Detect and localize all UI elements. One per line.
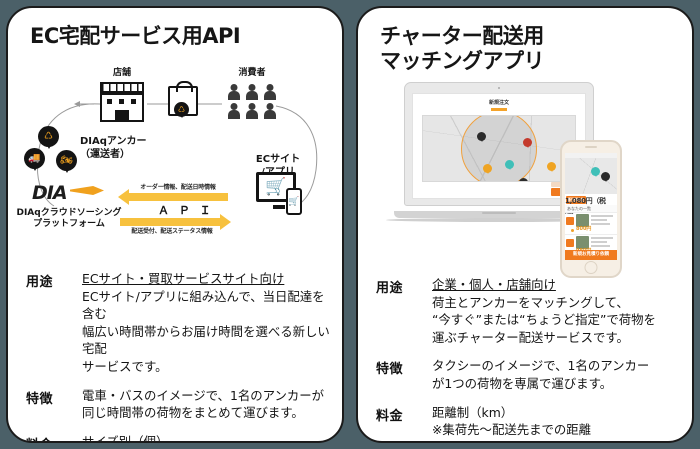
title-underline [491, 108, 507, 111]
store-icon [100, 82, 144, 122]
webcam-icon [498, 87, 500, 89]
spec-text-feature-right: タクシーのイメージで、1名のアンカー が1つの荷物を専属で運びます。 [432, 358, 650, 392]
laptop-screen-title: 新規注文 [488, 100, 509, 106]
select-checkbox[interactable] [566, 217, 574, 225]
spec-label-price-left: 料金 [26, 433, 82, 441]
panel-charter-matching-app: チャーター配送用 マッチングアプリ 新規注文 [356, 6, 694, 443]
laptop-mockup: 新規注文 [386, 82, 612, 222]
phone-screen: 配送料金 1,080円（税込） あなたの一覧 800円 [565, 153, 617, 260]
map-pin-icon [477, 132, 486, 141]
label-arrow-bottom: 配送受付、配送ステータス情報 [131, 228, 213, 235]
spec-row-feature-right: 特徴 タクシーのイメージで、1名のアンカー が1つの荷物を専属で運びます。 [376, 357, 682, 392]
spec-label-feature-left: 特徴 [26, 391, 54, 407]
label-diaq-anchor: DIAqアンカー （運送者） [80, 136, 147, 160]
arrow-right-head [220, 214, 231, 230]
spec-row-feature-left: 特徴 電車・バスのイメージで、1名のアンカーが 同じ時間帯の荷物をまとめて運びま… [26, 387, 332, 422]
spec-row-price-right: 料金 距離制（km） ※集荷先〜配送先までの距離 [376, 404, 682, 439]
phone-list-header: あなたの一覧 [565, 205, 617, 213]
select-checkbox[interactable] [566, 239, 574, 247]
spec-label-price-right: 料金 [376, 408, 404, 424]
page-title-left: EC宅配サービス用API [30, 24, 241, 48]
label-arrow-top: オーダー情報、配送日時情報 [140, 184, 216, 191]
panel-ec-delivery-api: EC宅配サービス用API 店舗 ♺ 消費者 ♺ [6, 6, 344, 443]
device-mockup: 新規注文 [358, 68, 692, 278]
spec-text-usage-left: ECサイト/アプリに組み込んで、当日配達を含む 幅広い時間帯からお届け時間を選べ… [82, 288, 330, 375]
label-store: 店舗 [112, 68, 131, 78]
spec-head-usage-left: ECサイト・買取サービスサイト向け [82, 271, 285, 286]
page-title-right: チャーター配送用 マッチングアプリ [380, 24, 545, 73]
bicycle-icon: ♺ [38, 126, 59, 147]
spec-row-price-left: 料金 サイズ別（個） ※荷物の3辺合計サイズ [26, 433, 332, 443]
phone-mockup: 配送料金 1,080円（税込） あなたの一覧 800円 [560, 140, 622, 278]
diaq-logo: DIA [32, 182, 104, 204]
phone-status-bar [565, 153, 617, 158]
specs-left: 用途 ECサイト・買取サービスサイト向け ECサイト/アプリに組み込んで、当日配… [26, 270, 332, 443]
diaq-logo-text: DIA [32, 182, 68, 204]
laptop-lid: 新規注文 [404, 82, 594, 206]
avatar [576, 236, 589, 249]
map-pin-icon [519, 178, 528, 181]
spec-text-price-left: サイズ別（個） ※荷物の3辺合計サイズ [82, 433, 169, 443]
spec-text-usage-right: 荷主とアンカーをマッチングして、 “今すぐ”または“ちょうど指定”で荷物を 運ぶ… [432, 294, 656, 345]
phone-map [565, 158, 617, 194]
avatar [576, 214, 589, 227]
new-request-button[interactable]: 新規お見積り依頼 [565, 250, 617, 260]
map-pin-icon [483, 164, 492, 173]
list-item-price: 800円 [576, 226, 592, 232]
spec-head-usage-right: 企業・個人・店舗向け [432, 277, 556, 292]
laptop-screen: 新規注文 [412, 93, 586, 199]
consumers-icon [226, 84, 278, 120]
list-item[interactable]: 800円 [565, 212, 617, 235]
label-platform: DIAqクラウドソーシング プラットフォーム [16, 208, 122, 230]
spec-label-feature-right: 特徴 [376, 362, 404, 378]
arrow-left-bar [128, 193, 228, 201]
spec-label-usage-right: 用途 [376, 281, 404, 296]
spec-text-feature-left: 電車・バスのイメージで、1名のアンカーが 同じ時間帯の荷物をまとめて運びます。 [82, 387, 325, 421]
spec-row-usage-right: 用途 企業・個人・店舗向け 荷主とアンカーをマッチングして、 “今すぐ”または“… [376, 276, 682, 346]
map-pin-current-icon [505, 160, 514, 169]
phone-speaker [585, 146, 597, 148]
api-label: Ａ Ｐ Ｉ [158, 204, 214, 217]
specs-right: 用途 企業・個人・店舗向け 荷主とアンカーをマッチングして、 “今すぐ”または“… [376, 276, 682, 441]
bicycle-pin-icon: ♺ [174, 102, 189, 117]
laptop-base [394, 211, 604, 218]
scooter-icon: 🏍 [56, 150, 77, 171]
truck-icon: 🚚 [24, 148, 45, 169]
map-pin-icon [547, 162, 556, 171]
ec-flow-diagram: 店舗 ♺ 消費者 ♺ 🚚 🏍 DIAqアンカー （運送者） ECサイト /アプリ… [8, 60, 342, 265]
map-pin-current-icon [591, 167, 600, 176]
arrow-right-bar [120, 218, 220, 226]
laptop-shadow [386, 218, 612, 222]
label-consumer: 消費者 [238, 68, 266, 78]
home-button[interactable] [584, 261, 598, 274]
laptop-map [422, 115, 576, 182]
spec-row-usage-left: 用途 ECサイト・買取サービスサイト向け ECサイト/アプリに組み込んで、当日配… [26, 270, 332, 376]
price-tag-label: 配送料金 [566, 195, 586, 204]
spec-label-usage-left: 用途 [26, 275, 54, 290]
arrow-left-head [118, 189, 129, 205]
map-pin-icon [523, 138, 532, 147]
map-pin-icon [601, 172, 610, 181]
spec-text-price-right: 距離制（km） ※集荷先〜配送先までの距離 [432, 404, 592, 438]
coverage-circle [461, 116, 537, 181]
